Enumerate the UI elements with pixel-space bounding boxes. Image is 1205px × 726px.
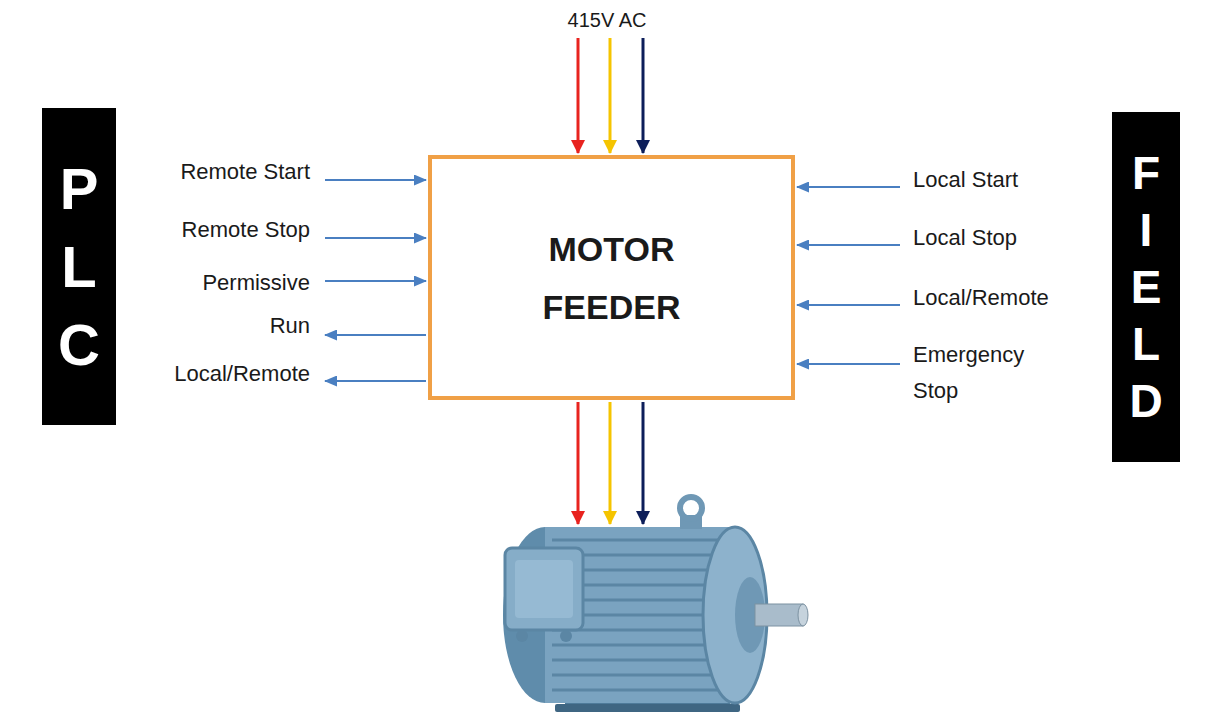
plc-signal-arrows <box>325 237 426 239</box>
motor-supply-arrows <box>577 402 580 524</box>
signal-name: Local/Remote <box>913 285 1098 311</box>
field-signal-arrows <box>797 244 900 246</box>
node-text: F I E L D <box>1123 145 1169 430</box>
supply-arrows <box>642 38 645 153</box>
field-signal-arrows <box>797 363 900 365</box>
motor-illustration <box>560 630 572 642</box>
motor-supply-arrows <box>609 402 612 524</box>
motor-supply-arrows <box>642 402 645 524</box>
signal-name: Remote Stop <box>110 217 310 243</box>
motor-illustration <box>515 560 573 618</box>
signal-name: Remote Start <box>110 159 310 185</box>
plc-signal-arrows <box>325 179 426 181</box>
signal-name: Local/Remote <box>110 361 310 387</box>
motor-illustration <box>680 497 702 519</box>
motor-illustration <box>552 659 730 662</box>
field-bar: F I E L D <box>1112 112 1180 462</box>
motor-illustration <box>505 548 583 630</box>
supply-arrows <box>577 38 580 153</box>
node-text: P L C <box>50 150 108 384</box>
field-signal-arrows <box>797 186 900 188</box>
motor-supply-arrows <box>578 402 643 524</box>
motor-illustration <box>503 497 808 712</box>
signal-name: Local Stop <box>913 225 1098 251</box>
motor-illustration <box>516 630 528 642</box>
supply-arrows <box>609 38 612 153</box>
signal-name: Permissive <box>110 270 310 296</box>
field-signal-arrows <box>797 187 900 364</box>
plc-signal-arrows <box>325 334 426 336</box>
plc-signal-arrows <box>325 380 426 382</box>
plc-bar: P L C <box>42 108 116 425</box>
signal-name: Emergency Stop <box>913 337 1053 409</box>
plc-signal-arrows <box>325 180 426 381</box>
feeder-box: MOTOR FEEDER <box>428 155 795 400</box>
motor-illustration <box>552 674 730 677</box>
motor-illustration <box>755 604 803 626</box>
motor-illustration <box>555 704 740 712</box>
plc-signal-arrows <box>325 280 426 282</box>
supply-arrows <box>578 38 643 153</box>
signal-name: Local Start <box>913 167 1098 193</box>
signal-name: Run <box>110 313 310 339</box>
supply-label: 415V AC <box>507 8 707 32</box>
motor-illustration <box>552 539 730 542</box>
motor-illustration <box>552 689 730 692</box>
node-text: MOTOR FEEDER <box>512 220 712 336</box>
field-signal-arrows <box>797 304 900 306</box>
motor-illustration <box>798 604 808 626</box>
